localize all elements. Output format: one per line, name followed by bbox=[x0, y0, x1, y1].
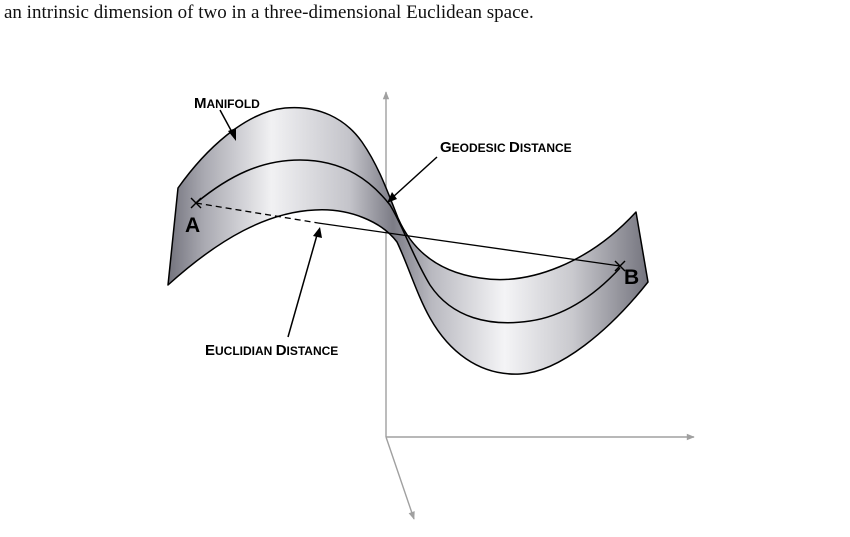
euclidean-line-visible bbox=[317, 222, 621, 267]
euclidean-line-hidden bbox=[195, 202, 319, 224]
geodesic-leader bbox=[387, 156, 438, 203]
point-b-marker bbox=[614, 260, 626, 272]
point-a-marker bbox=[190, 197, 202, 209]
euclidian-leader bbox=[287, 227, 322, 338]
axes bbox=[382, 91, 695, 520]
point-a-label: A bbox=[185, 214, 200, 237]
figure-caption: an intrinsic dimension of two in a three… bbox=[4, 2, 534, 23]
geodesic-path bbox=[195, 159, 621, 324]
euclidean-line bbox=[195, 202, 621, 267]
y-axis bbox=[385, 436, 415, 520]
euclidian-distance-label: EUCLIDIAN DISTANCE bbox=[205, 342, 338, 359]
geodesic-distance-label: GEODESIC DISTANCE bbox=[440, 139, 572, 156]
manifold-leader bbox=[219, 109, 236, 141]
manifold-label: MANIFOLD bbox=[194, 95, 260, 112]
point-b-label: B bbox=[624, 266, 639, 289]
